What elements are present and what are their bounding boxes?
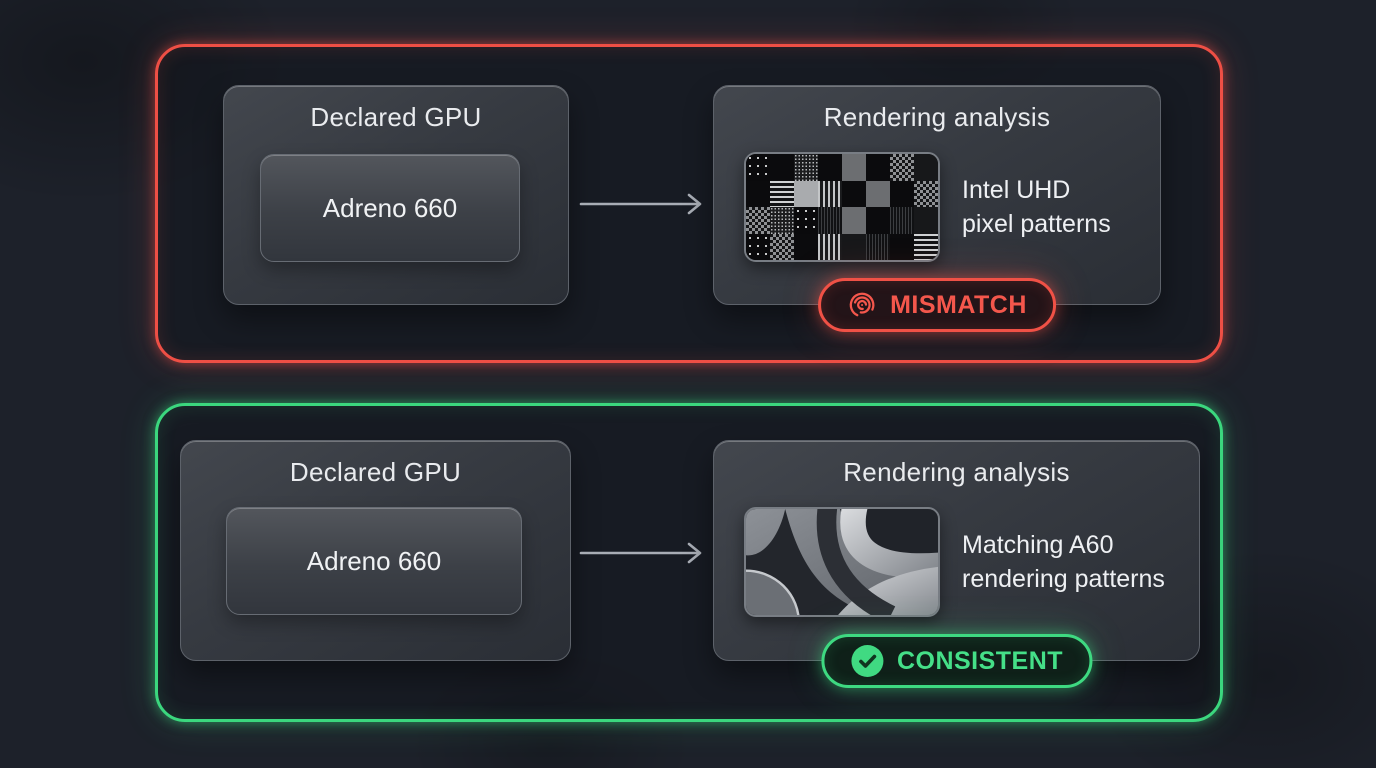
gpu-name-chip: Adreno 660 — [260, 154, 520, 262]
texture-tile — [794, 207, 818, 234]
texture-tile — [746, 180, 770, 207]
declared-gpu-panel-mismatch: Declared GPU Adreno 660 — [223, 85, 569, 305]
texture-tile — [818, 233, 842, 260]
texture-tile — [842, 207, 866, 234]
texture-tile — [842, 154, 866, 181]
texture-tile — [842, 180, 866, 207]
rendering-analysis-title: Rendering analysis — [843, 457, 1070, 487]
badge-label: MISMATCH — [890, 290, 1027, 319]
texture-tile — [866, 180, 890, 207]
rendering-analysis-panel-consistent: Rendering analysis — [713, 440, 1200, 688]
mismatch-badge: MISMATCH — [818, 278, 1056, 332]
arrow-right-icon — [579, 193, 702, 215]
texture-tile — [746, 233, 770, 260]
declared-gpu-title: Declared GPU — [289, 457, 462, 487]
flow-arrow — [578, 540, 708, 571]
texture-tile — [866, 154, 890, 181]
rendering-analysis-title: Rendering analysis — [823, 102, 1051, 132]
texture-tile — [746, 154, 770, 181]
texture-tile — [890, 233, 914, 260]
declared-gpu-title: Declared GPU — [310, 102, 482, 132]
texture-tile — [890, 154, 914, 181]
texture-tile — [818, 207, 842, 234]
texture-tile — [794, 233, 818, 260]
texture-tile — [914, 154, 938, 181]
result-line-2: rendering patterns — [962, 565, 1165, 593]
texture-tile — [818, 154, 842, 181]
texture-tile — [914, 233, 938, 260]
texture-tile — [770, 154, 794, 181]
noise-pixel-thumbnail — [744, 152, 940, 262]
texture-tile — [866, 233, 890, 260]
texture-tile — [890, 207, 914, 234]
texture-tile — [746, 207, 770, 234]
texture-tile — [770, 233, 794, 260]
row-consistent-frame: Declared GPU Adreno 660 Rendering analys… — [155, 403, 1223, 722]
texture-tile — [842, 233, 866, 260]
analysis-result-text: Intel UHD pixel patterns — [962, 152, 1111, 262]
check-icon — [850, 644, 884, 678]
declared-gpu-panel-consistent: Declared GPU Adreno 660 — [180, 440, 571, 661]
texture-tile — [770, 180, 794, 207]
texture-tile — [770, 207, 794, 234]
texture-tile — [866, 207, 890, 234]
arrow-right-icon — [579, 542, 702, 564]
result-line-2: pixel patterns — [962, 210, 1111, 238]
texture-tile — [794, 154, 818, 181]
rendering-analysis-panel-mismatch: Rendering analysis Intel UHD pixel patte… — [713, 85, 1161, 332]
result-line-1: Intel UHD — [962, 176, 1071, 204]
texture-tile — [890, 180, 914, 207]
analysis-result-text: Matching A60 rendering patterns — [962, 507, 1165, 617]
badge-label: CONSISTENT — [896, 646, 1064, 675]
texture-tile — [914, 180, 938, 207]
consistent-badge: CONSISTENT — [820, 634, 1093, 688]
wave-render-graphic — [746, 509, 938, 615]
texture-tile — [914, 207, 938, 234]
row-mismatch-frame: Declared GPU Adreno 660 Rendering analys… — [155, 44, 1223, 363]
noise-texture-grid — [746, 154, 938, 260]
result-line-1: Matching A60 — [962, 531, 1114, 559]
flow-arrow — [578, 191, 708, 222]
fingerprint-icon — [847, 290, 877, 320]
smooth-wave-thumbnail — [744, 507, 940, 617]
texture-tile — [818, 180, 842, 207]
texture-tile — [794, 180, 818, 207]
gpu-name-chip: Adreno 660 — [226, 507, 522, 615]
